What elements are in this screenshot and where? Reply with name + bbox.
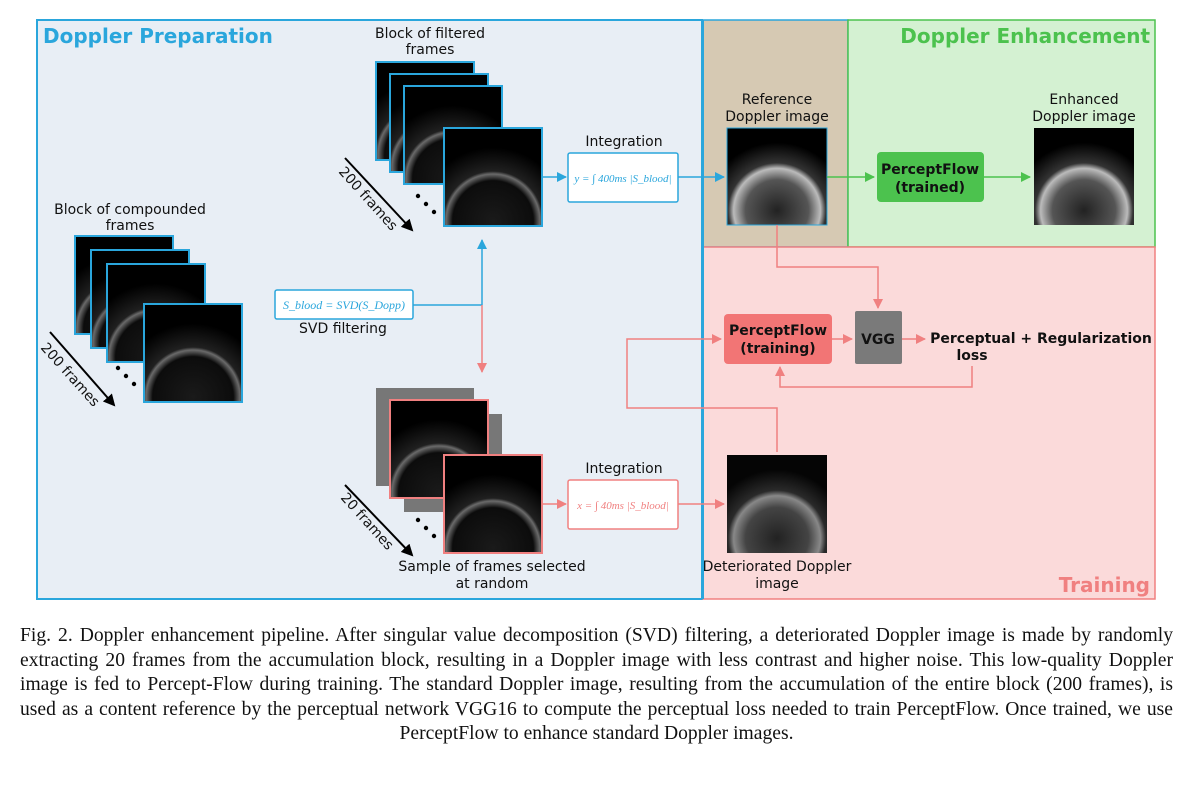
frames-arrow-filtered [344,157,414,232]
sampled-frames-stack [376,388,543,554]
deteriorated-to-training-line [626,334,778,452]
filtered-block-label-2: frames [406,42,455,58]
compounded-block-label-1: Block of compounded [54,202,206,218]
reference-label-1: Reference [742,92,813,108]
ellipsis-dots-c [415,517,437,539]
filtered-frames-stack [375,61,543,227]
perceptflow-trained-box [877,152,984,202]
enhancement-title: Doppler Enhancement [900,24,1150,48]
x-integral-formula: x = ∫ 40ms |S_blood| [576,500,669,512]
enhanced-label-2: Doppler image [1032,109,1135,125]
vgg-label: VGG [861,332,895,348]
enhanced-label-1: Enhanced [1049,92,1118,108]
y-integral-formula: y = ∫ 400ms |S_blood| [573,173,671,185]
reference-to-vgg-line [776,225,883,309]
sample-frames-label-2: at random [456,576,529,592]
perceptflow-training-label-1: PerceptFlow [729,323,827,339]
svd-caption: SVD filtering [299,321,387,337]
sample-frames-label-1: Sample of frames selected [398,559,585,575]
svd-formula: S_blood = SVD(S_Dopp) [283,298,405,312]
figure-caption: Fig. 2. Doppler enhancement pipeline. Af… [20,625,1173,745]
enhanced-doppler-image [1034,128,1134,225]
preparation-title: Doppler Preparation [43,24,273,48]
ellipsis-dots-a [115,365,137,387]
deteriorated-label-1: Deteriorated Doppler [703,559,852,575]
integration-top-label: Integration [585,134,662,150]
training-title: Training [1059,573,1150,597]
filtered-block-label-1: Block of filtered [375,26,485,42]
pipeline-diagram: Doppler Preparation Doppler Enhancement … [36,19,1156,600]
perceptflow-trained-label-2: (trained) [895,180,965,196]
loss-label-1: Perceptual + Regularization [930,331,1152,347]
reference-doppler-image [726,127,828,226]
integration-bottom-label: Integration [585,461,662,477]
frames-arrow-compounded [49,331,116,407]
perceptflow-training-label-2: (training) [740,341,815,357]
deteriorated-doppler-image [727,455,827,553]
loss-feedback-line [775,366,973,388]
deteriorated-label-2: image [755,576,799,592]
compounded-frames-stack [74,235,243,403]
perceptflow-training-box [724,314,832,364]
compounded-block-label-2: frames [106,218,155,234]
ellipsis-dots-b [415,193,437,215]
loss-label-2: loss [956,348,987,364]
frames-arrow-sampled [344,484,414,557]
vgg-box [855,311,902,364]
perceptflow-trained-label-1: PerceptFlow [881,162,979,178]
reference-label-2: Doppler image [725,109,828,125]
